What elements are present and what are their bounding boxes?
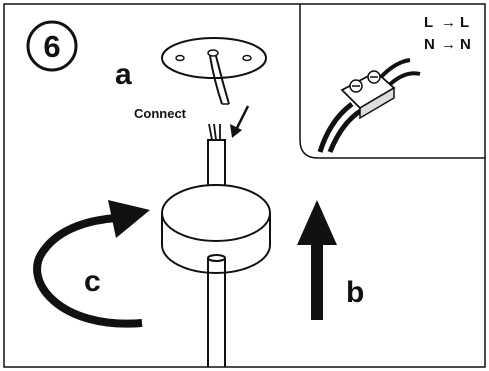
- rotate-arrow-head: [108, 200, 150, 238]
- rotate-arrow-arc: [33, 214, 143, 328]
- canopy: [161, 184, 271, 274]
- plate-screw-hole-right: [242, 54, 252, 62]
- step-badge-circle: [26, 20, 78, 72]
- rotate-arrow: [33, 200, 150, 328]
- lift-arrow-shaft: [311, 232, 323, 320]
- label-b: b: [346, 276, 364, 309]
- inset-wire-left-2: [327, 107, 364, 153]
- lower-cable-end: [207, 254, 226, 262]
- ceiling-wires: [209, 55, 230, 105]
- wiring-arrow-icon: →: [441, 14, 456, 31]
- canopy-wire-2: [213, 123, 217, 141]
- plate-screw-hole-left: [175, 54, 185, 62]
- terminal-block: [317, 58, 421, 153]
- lower-cable-sides: [207, 258, 226, 367]
- connect-label: Connect: [134, 106, 187, 121]
- ceiling-wire-1: [209, 55, 223, 105]
- ceiling-wire-2: [215, 55, 230, 105]
- inset-wire-left-1: [317, 101, 354, 153]
- wiring-legend: L → L N → N: [424, 14, 471, 53]
- connect-arrow: [230, 105, 250, 138]
- label-a: a: [115, 58, 132, 91]
- inset-wire-right-2: [386, 71, 421, 88]
- inset-wire-right-1: [378, 58, 411, 80]
- wiring-arrow-icon: →: [441, 36, 456, 53]
- canopy-wire-1: [208, 123, 213, 141]
- wiring-from-n: N: [424, 36, 435, 53]
- lower-cable: [207, 254, 226, 367]
- connect-arrow-head: [230, 124, 242, 138]
- canopy-top: [161, 184, 271, 242]
- plate-cable-hole: [207, 49, 219, 57]
- step-badge: 6: [26, 20, 78, 72]
- inset-frame: [299, 4, 485, 159]
- wiring-row-l: L → L: [424, 14, 469, 31]
- lift-arrow: [297, 200, 337, 320]
- lift-arrow-head: [297, 200, 337, 245]
- label-c: c: [84, 265, 101, 298]
- wiring-row-n: N → N: [424, 36, 471, 53]
- wiring-from-l: L: [424, 14, 433, 31]
- canopy-wires: [208, 123, 221, 141]
- step-number: 6: [43, 29, 60, 64]
- connect-arrow-shaft: [234, 105, 250, 131]
- upper-cable: [207, 139, 226, 191]
- terminal-block-side: [359, 86, 395, 120]
- wiring-to-l: L: [460, 14, 469, 31]
- wiring-to-n: N: [460, 36, 471, 53]
